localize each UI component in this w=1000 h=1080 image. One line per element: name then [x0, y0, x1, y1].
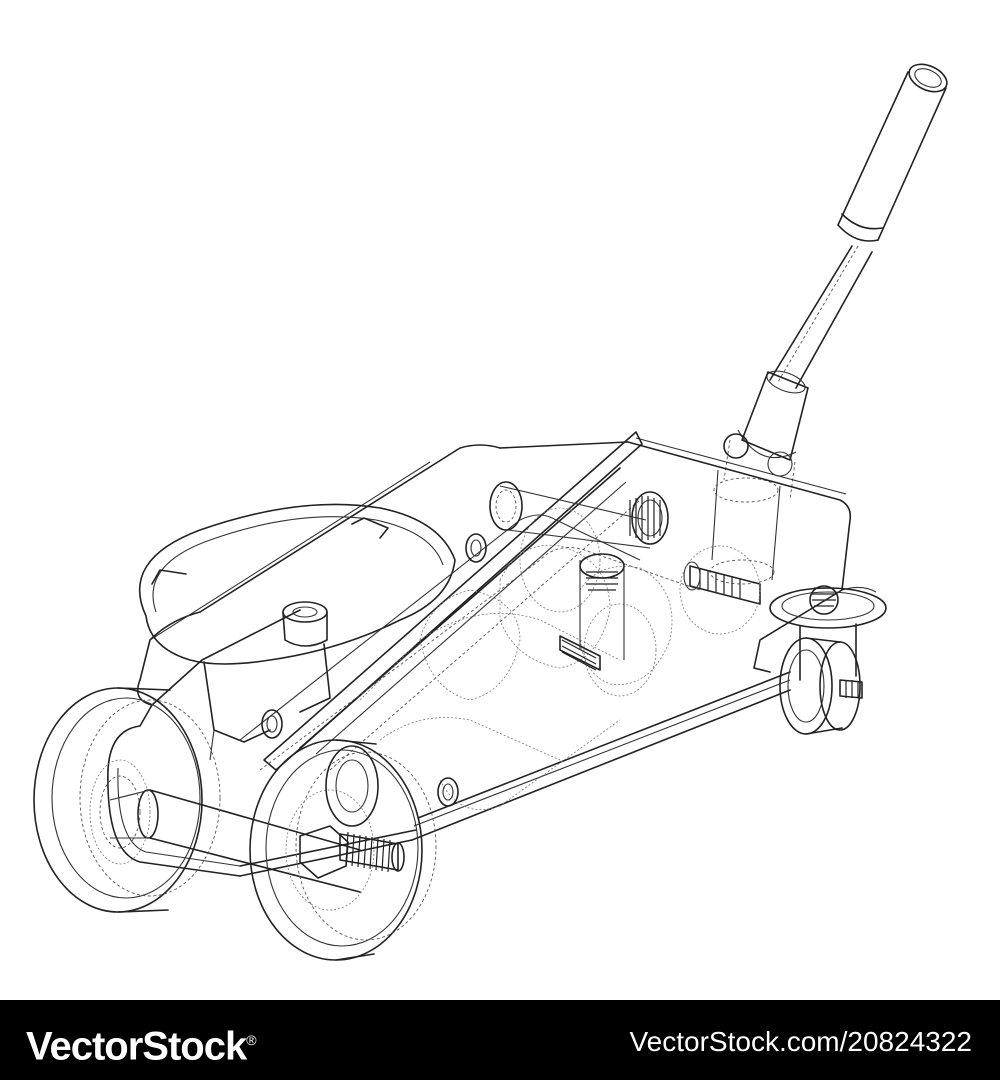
floor-jack-wireframe-icon: [33, 63, 948, 961]
front-right-wheel-icon: [249, 739, 437, 961]
hydraulic-cylinder-icon: [489, 481, 669, 697]
rear-pivot-bolt-icon: [679, 545, 761, 635]
front-left-wheel-icon: [33, 687, 221, 913]
side-plate-bolts-icon: [261, 533, 487, 827]
stock-id-text: VectorStock.com/20824322: [629, 1026, 972, 1057]
registered-mark: ®: [246, 1032, 256, 1048]
center-bolt-icon: [559, 553, 625, 671]
watermark-footer: VectorStock® VectorStock.com/20824322: [0, 1000, 1000, 1080]
front-axle-icon: [89, 759, 361, 893]
illustration-canvas: [33, 63, 948, 961]
caster-wheel-icon: [769, 585, 887, 735]
saddle-pad-icon: [138, 503, 456, 761]
lift-arm-icon: [239, 431, 701, 810]
handle-icon: [709, 63, 948, 585]
vectorstock-logo: VectorStock®: [26, 1014, 257, 1072]
brand-name: VectorStock: [26, 1024, 247, 1069]
